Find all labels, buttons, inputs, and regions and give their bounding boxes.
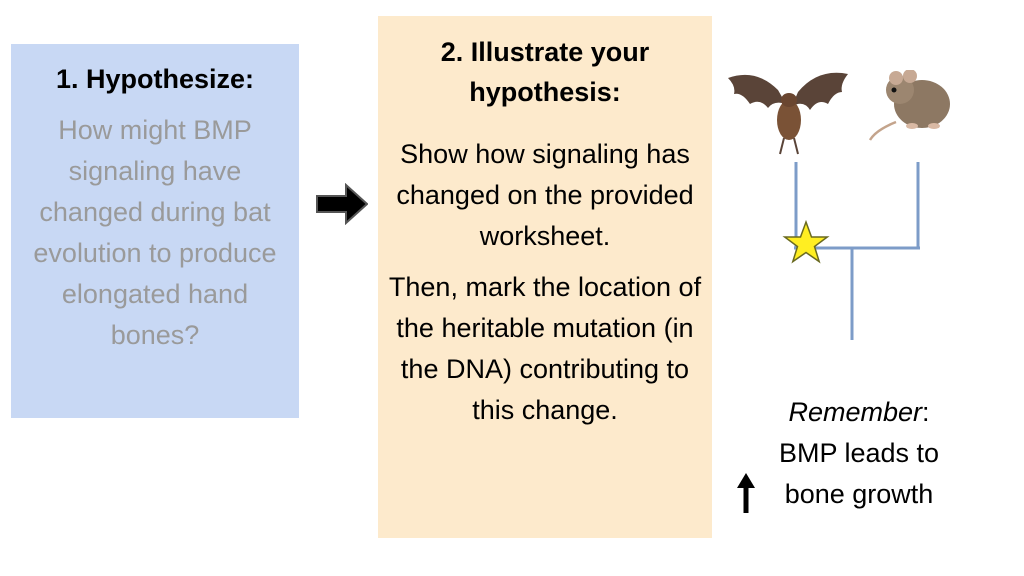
hypothesize-title: 1. Hypothesize: bbox=[55, 64, 255, 94]
illustrate-box: 2. Illustrate your hypothesis: Show how … bbox=[378, 16, 712, 538]
remember-note: Remember: BMP leads to bone growth bbox=[745, 392, 973, 515]
remember-colon: : bbox=[922, 397, 930, 427]
phylogenetic-tree bbox=[782, 162, 920, 340]
illustrate-title: 2. Illustrate your hypothesis: bbox=[440, 37, 650, 107]
remember-label: Remember bbox=[788, 397, 923, 427]
hypothesize-box: 1. Hypothesize: How might BMP signaling … bbox=[11, 44, 299, 418]
remember-heading: Remember: bbox=[745, 392, 973, 433]
illustrate-mutation-instruction: Then, mark the location of the heritable… bbox=[388, 272, 702, 425]
illustrate-instruction: Show how signaling has changed on the pr… bbox=[396, 139, 694, 251]
star-icon bbox=[782, 219, 830, 264]
up-arrow-icon bbox=[737, 473, 755, 513]
remember-line2: bone growth bbox=[784, 479, 934, 509]
mouse-image bbox=[868, 70, 950, 141]
remember-line1: BMP leads to bbox=[778, 438, 940, 468]
right-arrow-icon bbox=[316, 183, 368, 225]
bat-image bbox=[728, 72, 848, 155]
hypothesize-question: How might BMP signaling have changed dur… bbox=[33, 115, 277, 350]
